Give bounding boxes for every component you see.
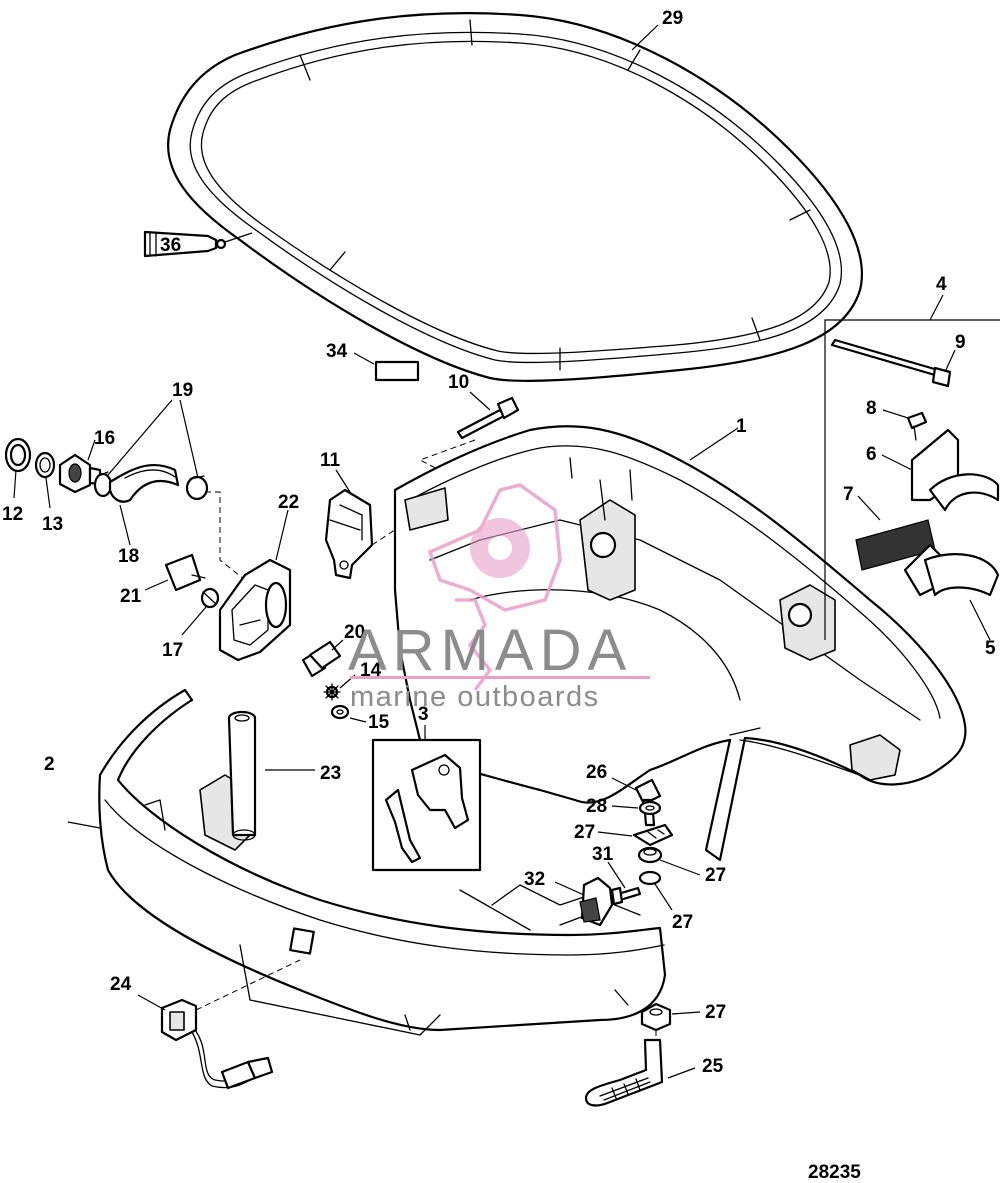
callout-12: 12 bbox=[2, 504, 23, 525]
callout-15: 15 bbox=[368, 712, 390, 733]
screw-small-part[interactable] bbox=[610, 886, 642, 906]
callout-24: 24 bbox=[110, 974, 132, 995]
callout-4: 4 bbox=[936, 274, 947, 295]
callout-3: 3 bbox=[418, 704, 429, 725]
callout-28: 27 bbox=[672, 912, 693, 933]
washer-star-part[interactable] bbox=[323, 683, 341, 701]
callout-9: 9 bbox=[955, 332, 966, 353]
washer-part[interactable] bbox=[330, 704, 350, 720]
callout-30: 28 bbox=[586, 796, 607, 817]
callout-10: 10 bbox=[448, 372, 469, 393]
callout-18: 18 bbox=[118, 546, 139, 567]
fitting-part[interactable] bbox=[301, 640, 342, 678]
o-ring-small-part[interactable] bbox=[638, 870, 662, 886]
nut-part[interactable] bbox=[640, 1002, 672, 1032]
bottom-cowl-rear-part[interactable] bbox=[393, 425, 967, 862]
flat-washer-part[interactable] bbox=[638, 800, 662, 816]
cowl-seal-part[interactable] bbox=[167, 12, 863, 382]
screw-part[interactable] bbox=[906, 411, 928, 441]
cable-tie-part[interactable] bbox=[830, 338, 952, 388]
latch-part[interactable] bbox=[579, 876, 614, 927]
sealant-tube-part[interactable]: 36 bbox=[143, 230, 253, 258]
hose-clamp-right-part[interactable] bbox=[185, 475, 209, 501]
watermark-logo bbox=[427, 483, 562, 692]
fuel-connector-part[interactable] bbox=[58, 453, 102, 494]
callout-7: 7 bbox=[843, 484, 854, 505]
callout-36: 36 bbox=[160, 235, 181, 256]
bolt-part[interactable] bbox=[456, 396, 520, 440]
callout-11: 11 bbox=[320, 450, 341, 471]
callout-22: 22 bbox=[278, 492, 299, 513]
handle-part[interactable] bbox=[584, 1038, 664, 1107]
callout-14: 14 bbox=[360, 660, 382, 681]
o-ring-part[interactable] bbox=[34, 451, 56, 479]
callout-23: 23 bbox=[320, 763, 341, 784]
callout-27b: 27 bbox=[705, 1002, 726, 1023]
hose-clamp-left-part[interactable] bbox=[93, 471, 113, 498]
callout-16: 16 bbox=[94, 428, 115, 449]
grommet-plate-part[interactable] bbox=[218, 558, 292, 662]
fuel-hose-part[interactable] bbox=[108, 464, 180, 503]
bottom-cowl-front-part[interactable] bbox=[98, 688, 667, 1036]
watermark-divider bbox=[350, 676, 650, 679]
callout-20: 20 bbox=[344, 622, 365, 643]
cap-part[interactable] bbox=[4, 437, 32, 473]
drawing-number: 28235 bbox=[808, 1162, 861, 1183]
callout-19: 19 bbox=[172, 380, 193, 401]
retainer-part[interactable] bbox=[632, 823, 674, 847]
callout-26: 26 bbox=[586, 762, 607, 783]
fitting-plate-part[interactable] bbox=[164, 553, 206, 592]
callout-5: 5 bbox=[985, 638, 996, 659]
callout-2: 2 bbox=[44, 754, 55, 775]
callout-25: 25 bbox=[702, 1056, 724, 1077]
tube-part[interactable] bbox=[227, 710, 257, 841]
callout-8: 8 bbox=[866, 398, 877, 419]
callout-21: 21 bbox=[120, 586, 142, 607]
clip-upper-part[interactable] bbox=[910, 428, 1000, 512]
callout-31: 29 bbox=[662, 8, 683, 29]
callout-27a: 27 bbox=[705, 865, 726, 886]
bracket-part[interactable] bbox=[324, 488, 374, 580]
switch-harness-part[interactable] bbox=[160, 998, 274, 1090]
latch-kit-box-part[interactable] bbox=[371, 738, 482, 872]
callout-13: 13 bbox=[42, 514, 63, 535]
callout-6: 6 bbox=[866, 444, 877, 465]
callout-29: 27 bbox=[574, 822, 595, 843]
small-clamp-part[interactable] bbox=[200, 587, 220, 609]
decal-part[interactable] bbox=[374, 360, 420, 382]
watermark-brand: ARMADA bbox=[348, 618, 632, 683]
watermark-tagline: marine outboards bbox=[350, 681, 600, 713]
callout-17: 17 bbox=[162, 640, 183, 661]
bushing-part[interactable] bbox=[637, 846, 663, 864]
callout-1: 1 bbox=[736, 416, 747, 437]
clip-lower-part[interactable] bbox=[903, 543, 1000, 597]
callout-32: 31 bbox=[592, 844, 614, 865]
callout-33: 32 bbox=[524, 869, 545, 890]
callout-34: 34 bbox=[326, 341, 348, 362]
